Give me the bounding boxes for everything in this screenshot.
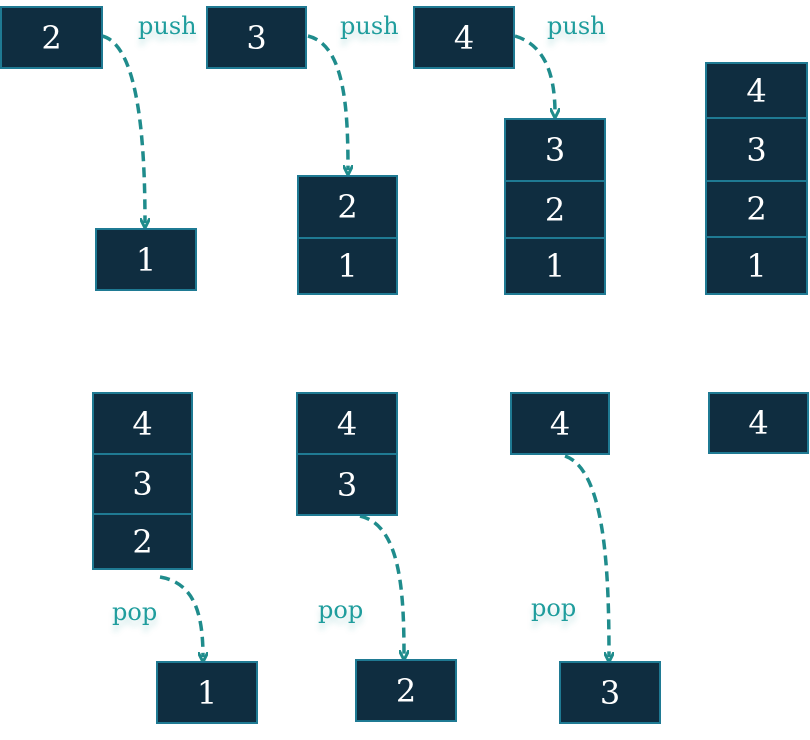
stack-cell-push3-0: 3 [504,118,606,182]
push-arrow-2 [307,34,348,170]
stack-cell-push3-2: 1 [504,237,606,295]
stack-cell-pop1-0: 4 [92,392,193,455]
pop-arrow-1 [159,575,203,657]
push-label-2: push [340,12,399,40]
pop-outgoing-box-1: 1 [156,661,258,724]
stack-cell-pop2-1: 3 [296,453,398,516]
push-incoming-box-3: 4 [413,6,515,69]
pop-label-3: pop [531,594,577,622]
stack-cell-push1-0: 1 [95,228,197,291]
pop-arrow-2 [359,514,404,655]
stack-cell-push4-2: 2 [705,180,808,238]
stack-cell-pop1-2: 2 [92,513,193,570]
pop-outgoing-box-2: 2 [355,659,457,722]
stack-cell-pop3-0: 4 [510,392,610,455]
stack-cell-push2-1: 1 [297,237,398,295]
stack-cell-push2-0: 2 [297,175,398,239]
push-arrow-1 [101,34,145,223]
pop-arrow-3 [564,454,609,657]
pop-outgoing-box-3: 3 [559,661,661,724]
push-incoming-box-2: 3 [206,6,307,69]
stack-cell-push4-3: 1 [705,236,808,295]
stack-cell-push3-1: 2 [504,180,606,239]
stack-cell-push4-1: 3 [705,117,808,182]
push-arrow-3 [514,34,555,113]
stack-cell-pop4-0: 4 [708,392,809,454]
stack-cell-pop2-0: 4 [296,392,398,455]
stack-cell-push4-0: 4 [705,62,808,119]
push-label-1: push [138,12,197,40]
pop-label-1: pop [112,598,158,626]
pop-label-2: pop [318,596,364,624]
push-label-3: push [547,12,606,40]
push-incoming-box-1: 2 [0,6,103,69]
stack-cell-pop1-1: 3 [92,453,193,515]
